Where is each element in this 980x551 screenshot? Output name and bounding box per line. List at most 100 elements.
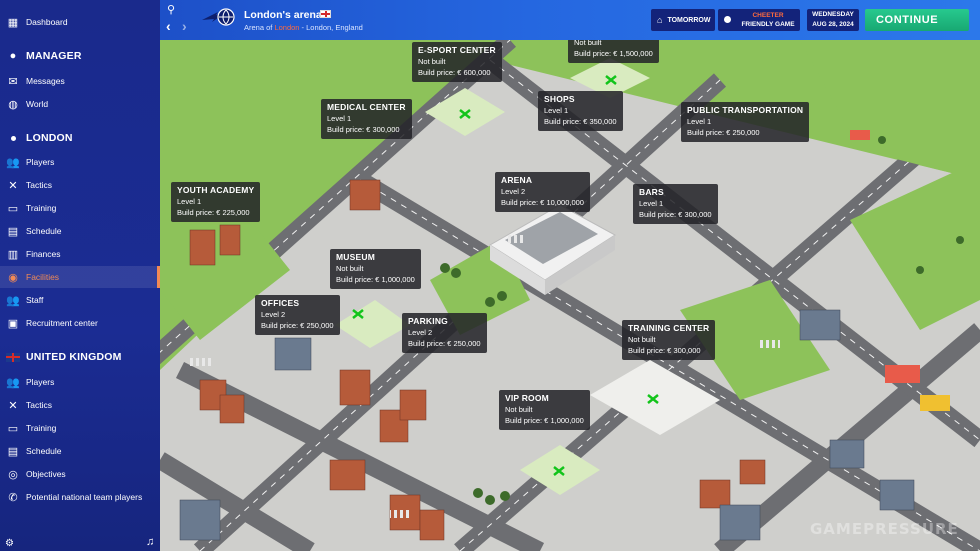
- match-type: FRIENDLY GAME: [741, 21, 795, 28]
- training-board-icon: ▭: [7, 422, 19, 435]
- settings-icon[interactable]: ⚙: [5, 538, 14, 549]
- date-box: WEDNESDAY AUG 28, 2024: [807, 9, 859, 31]
- building-status: Not built: [628, 335, 656, 344]
- recruitment-icon: ▣: [7, 317, 19, 330]
- sidebar-item-dashboard[interactable]: ▦Dashboard: [0, 11, 160, 33]
- watermark: GAMEPRESSURE: [810, 520, 959, 538]
- building-status: Level 2: [501, 187, 526, 196]
- building-price: Build price: € 250,000: [408, 339, 481, 348]
- label-bars[interactable]: BARS Level 1 Build price: € 300,000: [633, 184, 718, 224]
- calendar-icon: ▤: [7, 445, 19, 458]
- building-name: TRAINING CENTER: [628, 323, 710, 333]
- subtitle-prefix: Arena of: [244, 23, 275, 32]
- building-status: Level 1: [687, 117, 712, 126]
- back-arrow-icon[interactable]: ‹: [166, 18, 171, 34]
- training-board-icon: ▭: [7, 202, 19, 215]
- tactics-icon: ✕: [8, 179, 18, 192]
- sidebar-item-world[interactable]: ◍World: [0, 93, 160, 115]
- club-badge-icon: [5, 130, 21, 146]
- building-name: YOUTH ACADEMY: [177, 185, 255, 195]
- sidebar-item-national-tactics[interactable]: ✕Tactics: [0, 394, 160, 416]
- building-name: VIP ROOM: [505, 393, 549, 403]
- sidebar-item-staff[interactable]: 👥Staff: [0, 289, 160, 311]
- sidebar-item-objectives[interactable]: ◎Objectives: [0, 463, 160, 485]
- continue-button[interactable]: CONTINUE: [865, 9, 969, 31]
- finances-icon: ▥: [7, 248, 19, 261]
- label-youth-academy[interactable]: YOUTH ACADEMY Level 1 Build price: € 225…: [171, 182, 261, 222]
- subtitle-city-link[interactable]: London: [274, 23, 300, 32]
- sidebar-item-finances[interactable]: ▥Finances: [0, 243, 160, 265]
- date-day: WEDNESDAY: [812, 11, 854, 18]
- label-training-center[interactable]: TRAINING CENTER Not built Build price: €…: [622, 320, 716, 360]
- label-medical-center[interactable]: MEDICAL CENTER Level 1 Build price: € 30…: [321, 99, 412, 139]
- sidebar-header-country[interactable]: UNITED KINGDOM: [0, 346, 160, 368]
- label-parking[interactable]: PARKING Level 2 Build price: € 250,000: [402, 313, 487, 353]
- building-name: PARKING: [408, 316, 448, 326]
- calendar-icon: ▤: [7, 225, 19, 238]
- label-public-transportation[interactable]: PUBLIC TRANSPORTATION Level 1 Build pric…: [681, 102, 810, 142]
- label-unnamed-building[interactable]: Not built Build price: € 1,500,000: [568, 40, 659, 63]
- building-status: Level 1: [177, 197, 202, 206]
- building-status: Level 2: [261, 310, 286, 319]
- sidebar-item-training[interactable]: ▭Training: [0, 197, 160, 219]
- building-price: Build price: € 300,000: [639, 210, 712, 219]
- building-price: Build price: € 300,000: [327, 125, 400, 134]
- building-status: Level 1: [327, 114, 352, 123]
- building-name: PUBLIC TRANSPORTATION: [687, 105, 804, 115]
- sidebar-item-facilities[interactable]: ◉Facilities: [0, 266, 160, 288]
- team-logo-icon: [202, 8, 235, 26]
- label-arena[interactable]: ARENA Level 2 Build price: € 10,000,000: [495, 172, 590, 212]
- date-value: AUG 28, 2024: [812, 21, 854, 28]
- sidebar-item-national-training[interactable]: ▭Training: [0, 417, 160, 439]
- building-status: Level 1: [639, 199, 664, 208]
- sidebar-item-national-players[interactable]: 👥Players: [0, 371, 160, 393]
- sidebar-item-tactics[interactable]: ✕Tactics: [0, 174, 160, 196]
- home-icon: ⌂: [657, 15, 663, 25]
- building-price: Build price: € 225,000: [177, 208, 250, 217]
- sidebar-item-national-schedule[interactable]: ▤Schedule: [0, 440, 160, 462]
- label-vip-room[interactable]: VIP ROOM Not built Build price: € 1,000,…: [499, 390, 590, 430]
- building-name: E-SPORT CENTER: [418, 45, 496, 55]
- building-price: Build price: € 300,000: [628, 346, 701, 355]
- forward-arrow-icon[interactable]: ›: [182, 18, 187, 34]
- players-icon: 👥: [6, 156, 20, 169]
- search-icon[interactable]: ⚲: [167, 4, 176, 16]
- players-icon: 👥: [6, 376, 20, 389]
- sidebar-item-messages[interactable]: ✉Messages: [0, 70, 160, 92]
- building-name: ARENA: [501, 175, 533, 185]
- building-status: Not built: [418, 57, 446, 66]
- stadium-icon: ◉: [8, 271, 18, 284]
- building-name: OFFICES: [261, 298, 300, 308]
- objectives-icon: ◎: [8, 468, 18, 481]
- sidebar: ▦Dashboard ●MANAGER ✉Messages ◍World LON…: [0, 0, 160, 551]
- sidebar-item-potential-players[interactable]: ✆Potential national team players: [0, 486, 160, 508]
- building-status: Not built: [505, 405, 533, 414]
- sidebar-header-manager[interactable]: ●MANAGER: [0, 45, 160, 67]
- building-price: Build price: € 1,500,000: [574, 49, 653, 58]
- building-status: Not built: [574, 40, 602, 47]
- england-flag-icon: [320, 10, 331, 18]
- envelope-icon: ✉: [8, 75, 18, 88]
- facilities-map[interactable]: E-SPORT CENTER Not built Build price: € …: [160, 40, 980, 551]
- label-esport-center[interactable]: E-SPORT CENTER Not built Build price: € …: [412, 42, 502, 82]
- sidebar-header-club[interactable]: LONDON: [0, 127, 160, 149]
- label-museum[interactable]: MUSEUM Not built Build price: € 1,000,00…: [330, 249, 421, 289]
- tactics-icon: ✕: [8, 399, 18, 412]
- label-offices[interactable]: OFFICES Level 2 Build price: € 250,000: [255, 295, 340, 335]
- building-price: Build price: € 1,000,000: [505, 416, 584, 425]
- music-icon[interactable]: ♫: [146, 536, 155, 548]
- dashboard-icon: ▦: [7, 16, 19, 29]
- label-shops[interactable]: SHOPS Level 1 Build price: € 350,000: [538, 91, 623, 131]
- staff-icon: 👥: [6, 294, 20, 307]
- sidebar-item-recruitment[interactable]: ▣Recruitment center: [0, 312, 160, 334]
- building-name: MEDICAL CENTER: [327, 102, 406, 112]
- tomorrow-button[interactable]: ⌂TOMORROW: [651, 9, 715, 31]
- sidebar-item-players[interactable]: 👥Players: [0, 151, 160, 173]
- next-match-box[interactable]: CHEETER FRIENDLY GAME: [718, 9, 800, 31]
- top-bar: ⚲ ‹ › London's arena Arena of London - L…: [160, 0, 980, 40]
- sidebar-item-schedule[interactable]: ▤Schedule: [0, 220, 160, 242]
- building-price: Build price: € 250,000: [261, 321, 334, 330]
- building-status: Not built: [336, 264, 364, 273]
- manager-avatar-icon: ●: [9, 50, 17, 62]
- uk-flag-icon: [5, 349, 21, 365]
